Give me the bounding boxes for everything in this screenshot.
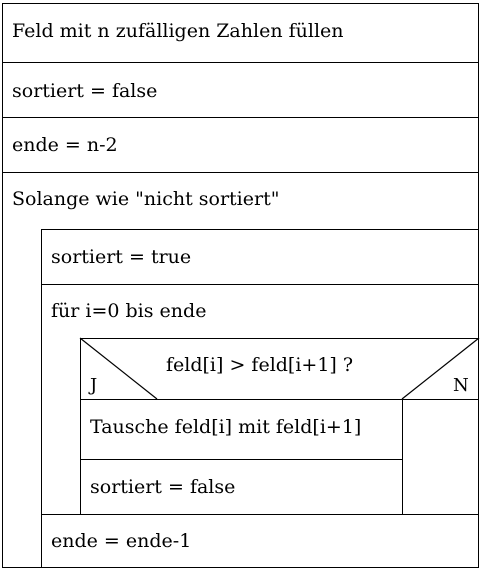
while-loop-condition: Solange wie "nicht sortiert"	[12, 188, 280, 210]
block-sorted-true-text: sortiert = true	[51, 246, 192, 268]
block-sorted-false	[2, 62, 479, 118]
block-fill-array	[2, 3, 479, 63]
block-end-init-text: ende = n-2	[12, 134, 118, 156]
if-no-label: N	[453, 375, 469, 396]
if-yes-label: J	[90, 375, 98, 396]
block-sorted-false-inner	[80, 459, 403, 515]
if-condition-text: feld[i] > feld[i+1] ?	[166, 354, 354, 376]
block-sorted-false-inner-text: sortiert = false	[90, 476, 236, 498]
block-sorted-false-text: sortiert = false	[12, 80, 158, 102]
block-swap	[80, 399, 403, 460]
block-end-decrement-text: ende = ende-1	[51, 530, 192, 552]
for-loop-header: für i=0 bis ende	[51, 300, 207, 322]
block-end-decrement	[41, 514, 479, 568]
block-swap-text: Tausche feld[i] mit feld[i+1]	[90, 416, 362, 438]
block-fill-array-text: Feld mit n zufälligen Zahlen füllen	[12, 20, 344, 42]
no-branch-empty	[402, 399, 479, 515]
